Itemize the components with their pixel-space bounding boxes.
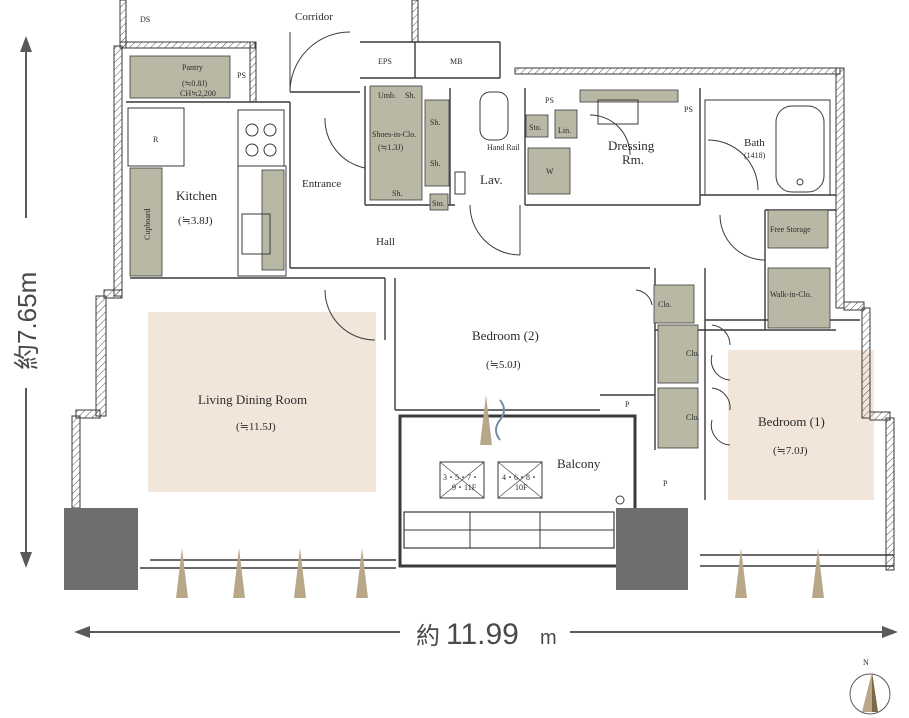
label-walk-in-closet: Walk-in-Clo. — [770, 290, 812, 299]
label-bath: Bath — [744, 137, 765, 149]
living-room-area — [148, 312, 376, 492]
label-shoes-closet: Shoes-in-Clo. — [372, 130, 416, 139]
label-umb: Umb. — [378, 91, 396, 100]
bath-fixtures — [454, 91, 831, 196]
label-bedroom1-size: (≒7.0J) — [773, 445, 808, 457]
label-dressing: Dressing — [608, 138, 655, 153]
dimension-horizontal-value: 11.99 — [446, 618, 519, 651]
label-pantry-size: (≒0.8J) — [182, 79, 207, 88]
label-linen: Lin. — [558, 126, 571, 135]
label-hand-rail: Hand Rail — [487, 143, 520, 152]
label-ds: DS — [140, 15, 150, 24]
label-shoes-size: (≒1.3J) — [378, 143, 403, 152]
fixtures — [129, 55, 831, 449]
interior-walls — [126, 41, 894, 569]
label-hall: Hall — [376, 236, 395, 248]
dimension-vertical-label: 約7.65m — [12, 272, 42, 370]
label-storage-2: Sto. — [529, 123, 542, 132]
ventilation-mark — [495, 399, 505, 441]
label-outdoor-unit-2b: 10F — [515, 483, 528, 492]
label-shelf-4: Sh. — [392, 189, 402, 198]
label-outdoor-unit-1b: 9・11F — [452, 483, 477, 492]
label-washer: W — [546, 167, 554, 176]
label-free-storage: Free Storage — [770, 225, 811, 234]
column-right — [616, 508, 688, 590]
label-bath-size: (1418) — [744, 151, 766, 160]
compass-north-label: N — [863, 658, 869, 667]
label-kitchen: Kitchen — [176, 188, 218, 203]
horizontal-dimension: 約 11.99 m — [74, 618, 898, 651]
column-left — [64, 508, 138, 590]
label-pantry-ch: CH≒2,200 — [180, 89, 216, 98]
label-ps-3: PS — [684, 105, 693, 114]
label-outdoor-unit-1: 3・5・7・ — [443, 473, 479, 482]
exterior-walls — [71, 0, 895, 571]
label-lav: Lav. — [480, 172, 503, 187]
label-cupboard: Cupboard — [143, 208, 152, 240]
label-living: Living Dining Room — [198, 392, 307, 407]
bedroom1-area — [728, 350, 874, 500]
label-p-2: P — [663, 479, 668, 488]
label-pantry: Pantry — [182, 63, 203, 72]
label-eps: EPS — [378, 57, 392, 66]
dimension-horizontal-unit: m — [540, 627, 557, 649]
label-kitchen-size: (≒3.8J) — [178, 215, 213, 227]
window-markers — [176, 395, 824, 598]
vertical-dimension: 約7.65m — [12, 36, 42, 568]
label-p-1: P — [625, 400, 630, 409]
outdoor-unit-2 — [497, 461, 543, 499]
label-entrance: Entrance — [302, 178, 341, 190]
label-refrigerator: R — [153, 135, 159, 144]
compass: N — [849, 658, 891, 715]
label-closet-2: Clo. — [686, 349, 700, 358]
label-storage-1: Sto. — [432, 199, 445, 208]
label-closet-1: Clo. — [658, 300, 672, 309]
label-closet-3: Clo. — [686, 413, 700, 422]
dimension-horizontal-prefix: 約 — [416, 623, 440, 650]
label-living-size: (≒11.5J) — [236, 421, 276, 433]
label-bedroom1: Bedroom (1) — [758, 414, 825, 429]
label-mb: MB — [450, 57, 462, 66]
label-shelf-3: Sh. — [430, 159, 440, 168]
label-outdoor-unit-2: 4・6・8・ — [502, 473, 538, 482]
outdoor-unit-1 — [439, 461, 485, 499]
balcony-area — [398, 414, 637, 568]
label-bedroom2: Bedroom (2) — [472, 328, 539, 343]
label-ps-2: PS — [545, 96, 554, 105]
label-shelf-1: Sh. — [405, 91, 415, 100]
doors — [289, 31, 766, 446]
label-balcony: Balcony — [557, 456, 601, 471]
label-shelf-2: Sh. — [430, 118, 440, 127]
label-dressing-rm: Rm. — [622, 152, 644, 167]
label-corridor: Corridor — [295, 11, 333, 23]
balcony-drain — [615, 495, 625, 505]
label-bedroom2-size: (≒5.0J) — [486, 359, 521, 371]
kitchen-fixtures — [127, 107, 287, 277]
label-ps-1: PS — [237, 71, 246, 80]
